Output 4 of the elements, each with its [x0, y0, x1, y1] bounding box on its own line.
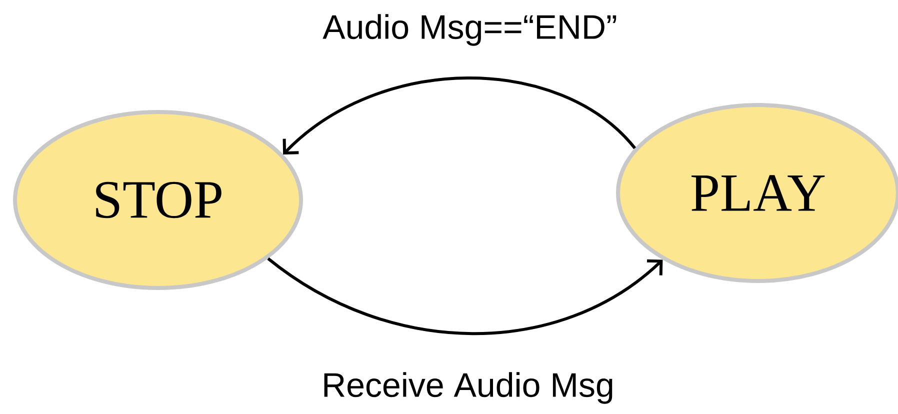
edge-label: Receive Audio Msg: [320, 370, 616, 406]
arrow: [267, 257, 663, 335]
edge-label: Audio Msg==“END”: [320, 12, 620, 48]
arrow: [282, 76, 636, 154]
